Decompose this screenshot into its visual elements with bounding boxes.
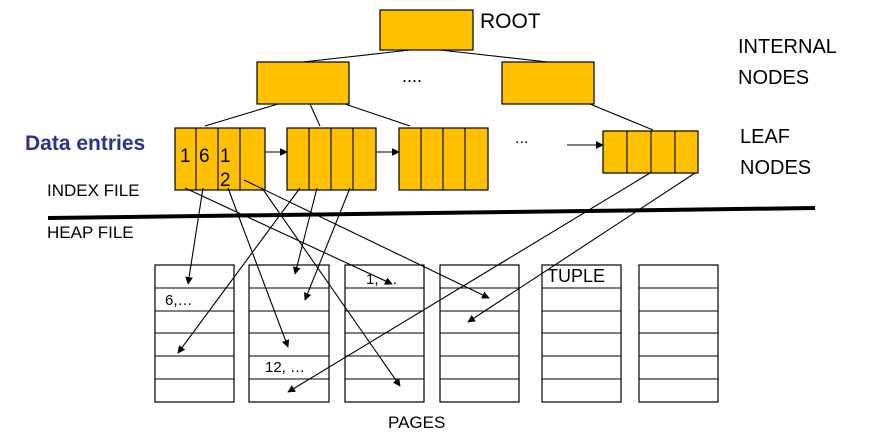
- internal-left-to-leaf1-edge: [204, 103, 279, 127]
- leaf1-entry-6: 6: [199, 146, 210, 167]
- internal-left-to-leaf3-edge: [344, 103, 411, 127]
- entry-12-pointer: [227, 187, 290, 348]
- root-label: ROOT: [480, 10, 541, 33]
- leaf2-to-page1-pointer: [177, 187, 301, 354]
- root-to-left-edge: [302, 49, 411, 63]
- data-entries-label: Data entries: [25, 132, 145, 155]
- heap-page-6: [638, 264, 719, 403]
- leaf-ellipsis: ...: [515, 130, 528, 147]
- internal-left-to-leaf2-edge: [309, 103, 321, 127]
- tuple-label: TUPLE: [547, 266, 605, 286]
- internal-ellipsis: ....: [402, 66, 422, 86]
- pages-label: PAGES: [388, 413, 445, 432]
- leaf-nodes-label-2: NODES: [740, 157, 811, 179]
- index-file-label: INDEX FILE: [47, 181, 140, 200]
- leaf-node-2: [286, 127, 377, 191]
- leaf-nodes-label-1: LEAF: [740, 126, 790, 148]
- heap-page-4: [439, 264, 520, 403]
- internal-nodes-label-2: NODES: [738, 67, 809, 89]
- tuple-6-label: 6,…: [165, 292, 193, 309]
- heap-page-5: [541, 264, 622, 403]
- leaf4-to-page2-pointer: [287, 172, 651, 393]
- heap-page-1: [154, 264, 235, 403]
- entry-6-pointer: [185, 187, 204, 285]
- internal-nodes-label-1: INTERNAL: [738, 36, 837, 58]
- leaf-node-4: [602, 130, 699, 174]
- heap-file-label: HEAP FILE: [47, 223, 134, 242]
- entry-1-pointer: [184, 187, 393, 285]
- leaf2-to-page2b-pointer: [304, 187, 351, 301]
- root-to-right-edge: [439, 49, 549, 63]
- leaf1-entry-12-bottom: 2: [220, 170, 231, 191]
- tuple-12-label: 12, …: [265, 359, 305, 376]
- leaf1-entry-1: 1: [180, 146, 191, 167]
- root-node: [379, 9, 474, 51]
- leaf1-to-page4-pointer: [243, 179, 490, 299]
- file-boundary-line: [47, 206, 816, 220]
- internal-right-to-leaf4-edge: [589, 103, 654, 131]
- leaf4-to-page4-pointer: [467, 172, 696, 323]
- leaf-node-3: [398, 127, 489, 191]
- leaf1-to-page3-pointer: [261, 187, 401, 387]
- heap-page-2: [248, 264, 330, 403]
- leaf-node-1: [174, 127, 266, 191]
- leaf1-entry-12-top: 1: [220, 146, 231, 167]
- leaf2-to-page2-pointer: [292, 187, 318, 275]
- internal-node-right: [501, 61, 595, 105]
- internal-node-left: [256, 61, 350, 105]
